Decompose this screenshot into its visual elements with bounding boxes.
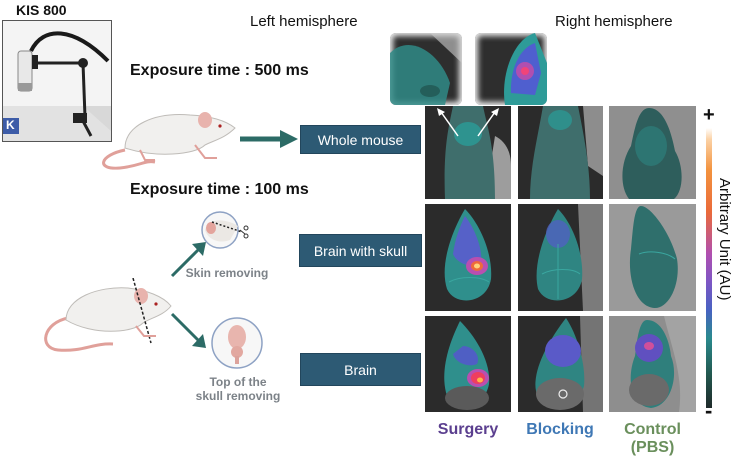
column-label-surgery-text: Surgery (437, 421, 499, 438)
image-skull-blocking (536, 204, 603, 311)
skull-removing-illustration (211, 317, 263, 369)
panel-whole-control (609, 106, 696, 199)
exposure-time-500: Exposure time : 500 ms (130, 62, 309, 79)
column-label-surgery: Surgery (425, 421, 511, 439)
image-whole-surgery (437, 106, 511, 199)
device-image: K (2, 20, 112, 142)
device-logo: K (6, 118, 15, 132)
image-whole-control (622, 108, 682, 199)
step-brain: Brain (300, 353, 421, 386)
left-hemisphere-inset (390, 33, 462, 105)
colorbar-max-sign: + (703, 104, 715, 126)
column-label-control: Control (PBS) (609, 421, 696, 457)
panel-skull-blocking (518, 204, 603, 311)
image-brain-control (629, 316, 696, 412)
right-hemisphere-inset (475, 33, 547, 105)
column-label-blocking: Blocking (514, 421, 606, 439)
column-label-control-line1: Control (624, 421, 681, 438)
panel-brain-surgery (425, 316, 511, 412)
panel-brain-blocking (518, 316, 603, 412)
skull-removing-label: Top of the skull removing (190, 375, 286, 403)
step-whole-mouse: Whole mouse (300, 125, 421, 154)
panel-skull-control (609, 204, 696, 311)
image-skull-control (629, 206, 678, 309)
right-hemisphere-label: Right hemisphere (555, 13, 673, 30)
panel-whole-surgery (425, 106, 511, 199)
colorbar-min-sign: - (705, 398, 713, 423)
device-title: KIS 800 (16, 2, 67, 18)
imaging-device-illustration (3, 31, 111, 141)
panel-brain-control (609, 316, 696, 412)
exposure-time-100: Exposure time : 100 ms (130, 181, 309, 198)
image-whole-blocking (530, 106, 603, 199)
column-label-control-line2: (PBS) (630, 439, 675, 456)
panel-skull-surgery (425, 204, 511, 311)
skull-removing-label-line2: skull removing (195, 389, 281, 403)
colorbar-title: Arbitrary Unit (AU) (716, 178, 733, 301)
right-hemisphere-image (504, 33, 547, 105)
skull-removing-label-line1: Top of the (209, 375, 267, 389)
skin-removing-label: Skin removing (185, 266, 269, 280)
skin-removing-illustration (201, 211, 249, 249)
colorbar (706, 128, 712, 408)
image-brain-surgery (444, 321, 490, 410)
left-hemisphere-label: Left hemisphere (250, 13, 358, 30)
arrow-to-whole-mouse (240, 130, 298, 148)
column-label-blocking-text: Blocking (526, 421, 594, 438)
step-brain-with-skull: Brain with skull (299, 234, 422, 267)
arrow-to-skull-removing (170, 312, 206, 348)
mouse-illustration-whole (102, 112, 236, 170)
mouse-illustration-dissection (44, 278, 172, 352)
image-skull-surgery (444, 209, 492, 301)
left-hemisphere-image (390, 33, 462, 105)
image-brain-blocking (535, 316, 603, 412)
arrow-to-skin-removing (170, 242, 206, 278)
panel-whole-blocking (518, 106, 603, 199)
